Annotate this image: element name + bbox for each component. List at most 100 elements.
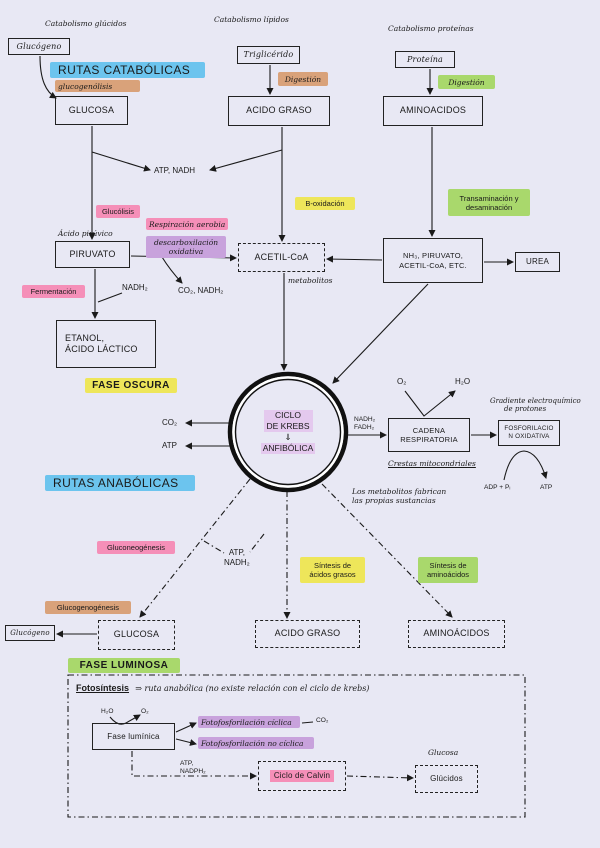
transamination-line-2: desaminación [465,202,513,212]
adp-pi-label: ADP + Pᵢ [484,484,511,491]
noncyclic-photophosphorylation-label: Fotofosforilación no cíclica [198,737,314,749]
arrow-light-to-cyclic [175,722,197,733]
triglyceride-box: Triglicérido [237,46,300,64]
arrow-glycogen-to-glucose [39,55,57,99]
amino-products-line-2: ACETIL-CoA, ETC. [399,260,467,270]
fermentation-products-box: ETANOL, ÁCIDO LÁCTICO [56,320,156,368]
krebs-down-arrow-icon: ⇓ [284,432,292,443]
anabolic-energy-label: ATP, NADH₂ [224,548,250,567]
beta-oxidation-text: B-oxidación [305,199,345,208]
co2-nadh2-label: CO₂, NADH₂ [178,286,224,295]
transamination-line-1: Transaminación y [459,193,519,203]
link-cyclic-co2 [301,721,314,724]
protein-box: Proteína [395,51,455,68]
nadh2-label: NADH₂ [354,416,376,423]
respiratory-chain-line-1: CADENA [412,425,446,435]
krebs-name-line-2: DE KREBS [266,421,310,432]
header-lipid-catabolism: Catabolismo lípidos [214,15,289,24]
photosynthesis-title: Fotosíntesis [76,683,130,693]
glycogen-label: Glucógeno [16,41,62,51]
krebs-cycle-ring [227,371,349,493]
chain-h2o-label: H₂O [455,377,471,386]
glucids-label: Glúcidos [430,774,463,783]
glycogenolysis-text: glucogenólisis [58,81,113,91]
urea-label: UREA [525,257,550,266]
anabolic-nadh2-label: NADH₂ [224,557,250,567]
phosphorylation-atp-label: ATP [540,484,553,491]
protein-label: Proteína [406,54,444,64]
beta-oxidation-label: B-oxidación [295,197,355,210]
arrow-nadh2-to-fermentation [97,292,123,303]
arrow-o2-to-h2o [404,390,456,417]
lipid-digestion-text: Digestión [284,74,322,84]
krebs-cycle-label: CICLO DE KREBS ⇓ ANFIBÓLICA [238,410,338,455]
atp-nadh-label: ATP, NADH [154,166,196,175]
glycolysis-text: Glucólisis [101,207,135,216]
acetyl-coa-box: ACETIL-CoA [238,243,325,272]
light-phase-box: Fase lumínica [92,723,175,750]
fermentation-products-line-1: ETANOL, [65,332,105,343]
photo-h2o-label: H₂O [101,708,114,715]
oxidative-phosphorylation-line-1: FOSFORILACIO [504,425,554,433]
metabolites-label: metabolitos [288,276,333,285]
amino-acids-box: AMINOACIDOS [383,96,483,126]
dark-phase-text: FASE OSCURA [92,379,170,391]
glucose-box: GLUCOSA [55,96,128,125]
photo-o2-label: O₂ [141,708,149,715]
anabolic-glycogen-label: Glucógeno [10,628,50,637]
photosynthesis-heading: Fotosíntesis ⇒ ruta anabólica (no existe… [76,683,369,694]
arrow-energy-right [249,533,265,553]
fatty-acid-label: ACIDO GRASO [246,105,312,116]
arrow-products-to-krebs [332,283,429,384]
anabolic-fatty-acid-label: ACIDO GRASO [274,628,341,639]
glycogenesis-text: Glucogenogénesis [56,603,120,612]
oxidative-decarboxylation-line-1: descarboxilación [153,238,219,247]
fermentation-text: Fermentación [30,287,77,296]
proton-gradient-line-1: Gradiente electroquímico [490,397,581,405]
oxidative-decarboxylation-label: descarboxilación oxidativa [146,236,226,258]
amino-acid-synthesis-line-2: aminoácidos [426,570,470,579]
glucose-label: GLUCOSA [68,104,115,115]
calvin-cycle-label: Ciclo de Calvin [269,770,335,782]
krebs-reduced-coenzymes: NADH₂ FADH₂ [354,416,375,432]
anabolic-glycogen-box: Glucógeno [5,625,55,641]
photo-energy-label: ATP, NADPH₂ [180,760,206,776]
amino-acid-synthesis-label: Síntesis de aminoácidos [418,557,478,583]
glycogenolysis-label: glucogenólisis [55,80,140,92]
header-protein-catabolism: Catabolismo proteínas [388,24,474,33]
lipid-digestion-label: Digestión [278,72,328,86]
dark-phase-label: FASE OSCURA [85,378,177,393]
arrow-products-to-acetyl-coa [326,255,383,263]
oxidative-phosphorylation-box: FOSFORILACIO N OXIDATIVA [498,420,560,446]
triglyceride-label: Triglicérido [243,50,294,59]
glycolysis-label: Glucólisis [96,205,140,218]
fermentation-nadh2-label: NADH₂ [122,283,148,292]
protein-digestion-label: Digestión [438,75,495,89]
fatty-acid-synthesis-label: Síntesis de ácidos grasos [300,557,365,583]
respiratory-chain-box: CADENA RESPIRATORIA [388,418,470,452]
gluconeogenesis-text: Gluconeogénesis [107,543,165,552]
krebs-cycle-name: CICLO DE KREBS [263,410,313,433]
cyclic-photophosphorylation-text: Fotofosforilación cíclica [201,717,292,727]
anabolic-routes-title: RUTAS ANABÓLICAS [45,475,195,491]
anabolic-atp-label: ATP, [228,548,245,557]
arrow-adp-to-atp [503,450,548,481]
krebs-atp-output: ATP [162,441,177,450]
noncyclic-photophosphorylation-text: Fotofosforilación no cíclica [201,738,304,748]
krebs-name-line-1: CICLO [275,410,301,420]
proton-gradient-label: Gradiente electroquímico de protones [490,397,581,414]
light-phase-label: FASE LUMINOSA [68,658,180,673]
oxidative-phosphorylation-line-2: N OXIDATIVA [508,433,550,440]
anabolic-glucose-label: GLUCOSA [113,629,160,640]
fermentation-label: Fermentación [22,285,85,298]
mitochondrial-cristae-label: Crestas mitocondriales [388,459,476,468]
pyruvate-label: PIRUVATO [69,248,116,259]
krebs-amphibolic-label: ANFIBÓLICA [260,443,316,455]
fermentation-products-line-2: ÁCIDO LÁCTICO [65,344,138,354]
photosynthesis-frame [67,674,526,818]
chain-o2-label: O₂ [397,377,407,386]
catabolic-routes-title: RUTAS CATABÓLICAS [50,62,205,78]
header-carbohydrate-catabolism: Catabolismo glúcidos [45,19,127,28]
arrow-calvin-to-glucids [346,774,414,782]
